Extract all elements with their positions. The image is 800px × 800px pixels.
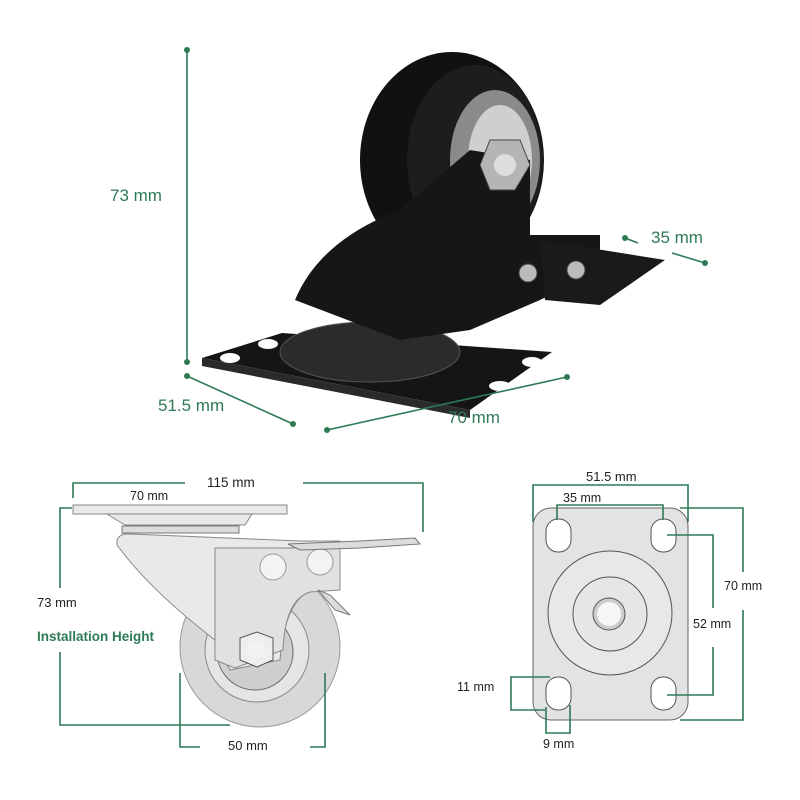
hole-spacing-y-dimension: 52 mm	[667, 534, 731, 696]
top-height-label: 73 mm	[110, 186, 162, 205]
side-plate-length-label: 70 mm	[130, 489, 168, 503]
hole-spacing-x-label: 35 mm	[563, 491, 601, 505]
plate-length-label: 70 mm	[724, 579, 762, 593]
top-brake-label: 35 mm	[651, 228, 703, 247]
hole-length-dimension: 11 mm	[457, 676, 550, 711]
mounting-plate-illustration	[532, 507, 689, 721]
top-brake-dimension: 35 mm	[622, 228, 708, 266]
plate-width-label: 51.5 mm	[586, 469, 637, 484]
top-width-label: 70 mm	[448, 408, 500, 427]
plate-width-dimension: 51.5 mm	[532, 469, 689, 522]
top-depth-dimension: 51.5 mm	[158, 373, 296, 427]
top-width-dimension: 70 mm	[324, 374, 570, 433]
side-height-label: 73 mm	[37, 595, 77, 610]
top-depth-label: 51.5 mm	[158, 396, 224, 415]
side-height-dimension: 73 mm Installation Height	[37, 507, 230, 726]
plate-length-dimension: 70 mm	[680, 507, 762, 721]
side-overall-length-dimension: 115 mm	[72, 475, 424, 532]
hole-width-label: 9 mm	[543, 737, 574, 751]
hole-width-dimension: 9 mm	[543, 705, 574, 751]
installation-height-caption: Installation Height	[37, 629, 155, 644]
side-wheel-diameter-dimension: 50 mm	[179, 673, 326, 753]
top-height-dimension: 73 mm	[110, 47, 190, 365]
caster-side-illustration	[72, 504, 422, 728]
hole-length-label: 11 mm	[457, 680, 494, 694]
hole-spacing-x-dimension: 35 mm	[556, 491, 664, 520]
side-wheel-diameter-label: 50 mm	[228, 738, 268, 753]
hole-spacing-y-label: 52 mm	[693, 617, 731, 631]
side-overall-length-label: 115 mm	[207, 475, 255, 490]
caster-perspective-illustration	[202, 52, 665, 418]
